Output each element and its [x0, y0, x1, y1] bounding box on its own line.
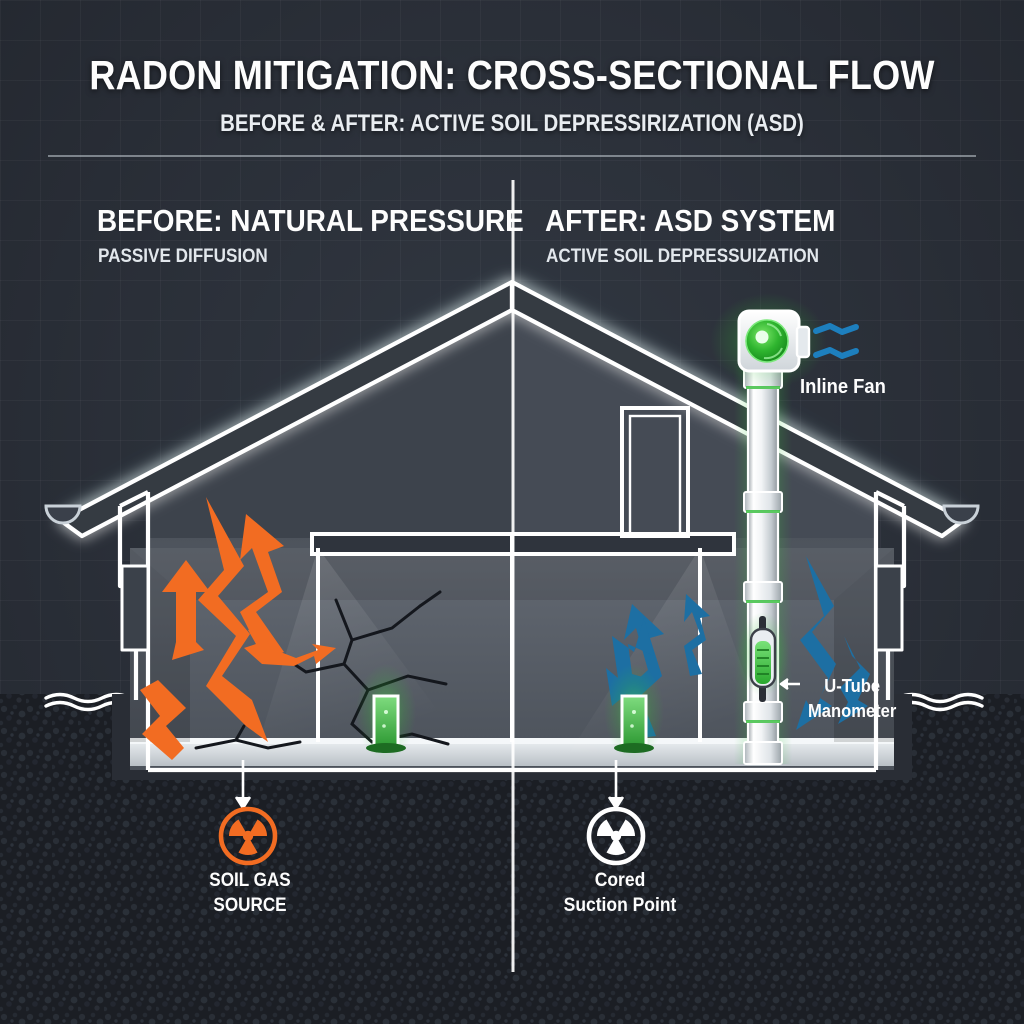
door-frame — [620, 406, 690, 538]
radon-flow-arrows — [140, 497, 336, 760]
radioactive-trefoil-icon-left — [218, 806, 278, 866]
gutter-right — [942, 504, 980, 525]
inline-fan-label: Inline Fan — [800, 376, 886, 398]
left-panel-subheading: PASSIVE DIFFUSION — [98, 246, 268, 267]
manometer-leader-arrow — [779, 677, 800, 691]
right-callout-line2: Suction Point — [563, 895, 677, 916]
u-tube-manometer — [737, 612, 789, 702]
exterior-walls — [117, 490, 907, 773]
manometer-label-line2: Manometer — [808, 701, 897, 721]
radioactive-trefoil-icon-right — [586, 806, 646, 866]
left-callout-label: SOIL GAS SOURCE — [167, 868, 333, 918]
right-callout-line1: Cored — [594, 870, 646, 891]
gutter-left — [44, 504, 82, 525]
right-panel-heading: AFTER: ASD SYSTEM — [545, 203, 836, 238]
left-panel-heading: BEFORE: NATURAL PRESSURE — [97, 203, 524, 238]
fan-exhaust-lines — [813, 323, 859, 359]
inline-fan — [710, 293, 826, 389]
right-panel-subheading: ACTIVE SOIL DEPRESSUIZATION — [546, 246, 820, 267]
suction-stub-left — [356, 664, 416, 760]
floor-plate-left — [310, 532, 518, 556]
left-callout-line1: SOIL GAS — [209, 870, 291, 891]
left-callout-line2: SOURCE — [213, 895, 287, 916]
suction-stub-right — [604, 664, 664, 760]
page-subtitle: BEFORE & AFTER: ACTIVE SOIL DEPRESSIRIZA… — [220, 110, 804, 137]
asd-vent-pipe — [734, 362, 792, 766]
manometer-label-line1: U-Tube — [824, 676, 881, 696]
page-title: RADON MITIGATION: CROSS-SECTIONAL FLOW — [89, 52, 935, 98]
